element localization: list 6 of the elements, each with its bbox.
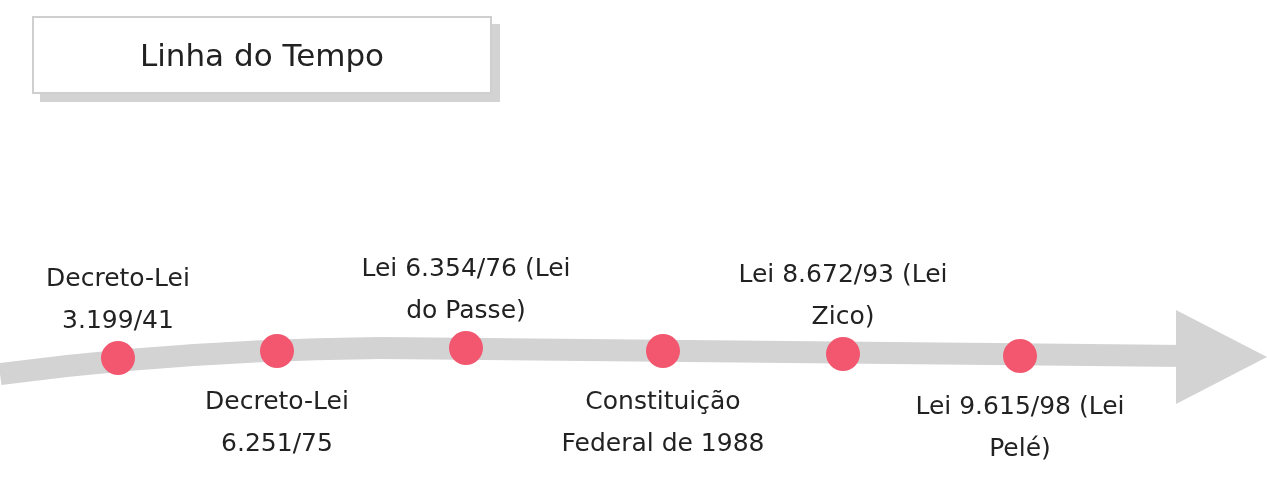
event-label: Decreto-Lei 6.251/75 [204, 385, 350, 459]
event-label: Lei 6.354/76 (Lei do Passe) [360, 252, 572, 326]
event-label: Constituição Federal de 1988 [560, 385, 766, 459]
event-label: Lei 9.615/98 (Lei Pelé) [914, 390, 1126, 464]
event-label: Lei 8.672/93 (Lei Zico) [737, 258, 949, 332]
event-label: Decreto-Lei 3.199/41 [45, 262, 191, 336]
